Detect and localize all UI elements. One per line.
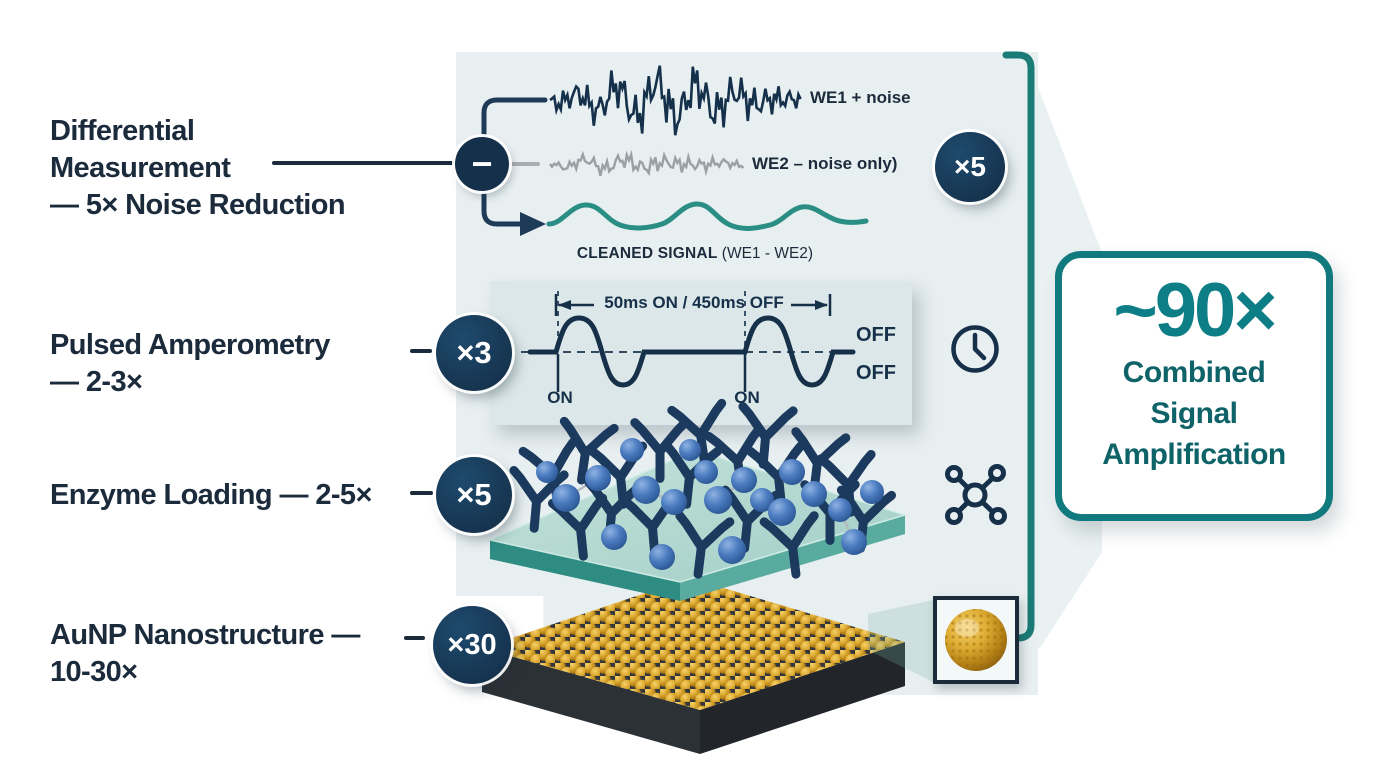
- noise-multiplier-badge: ×5: [935, 132, 1005, 202]
- amplification-word-3: Amplification: [1102, 438, 1286, 471]
- minus-icon: −: [471, 143, 493, 184]
- aunp-label-line1: AuNP Nanostructure —: [50, 619, 360, 651]
- enzyme-multiplier-badge: ×5: [436, 457, 512, 533]
- pulse-on-label-1: ON: [547, 388, 573, 407]
- aunp-label: AuNP Nanostructure — 10-30×: [50, 617, 360, 691]
- pulsed-multiplier-badge: ×3: [436, 315, 512, 391]
- pulsed-label: Pulsed Amperometry — 2-3×: [50, 327, 330, 401]
- we2-label: WE2 – noise only): [752, 154, 898, 173]
- enzyme-connector-dash: [410, 491, 433, 495]
- molecule-icon: [945, 464, 1007, 525]
- clock-icon: [951, 325, 999, 373]
- differential-label-line1: Differential: [50, 115, 195, 147]
- pulsed-multiplier-value: ×3: [456, 335, 492, 370]
- noise-multiplier-value: ×5: [954, 151, 986, 182]
- enzyme-label: Enzyme Loading — 2-5×: [50, 477, 372, 514]
- gold-nanoparticle-icon: [945, 609, 1007, 671]
- pulsed-connector-dash: [410, 349, 432, 353]
- amplification-word-1: Combined: [1122, 356, 1266, 389]
- pulsed-label-line1: Pulsed Amperometry: [50, 329, 330, 361]
- cleaned-signal-label: CLEANED SIGNAL (WE1 - WE2): [545, 245, 845, 263]
- cleaned-signal-sub: (WE1 - WE2): [717, 245, 814, 262]
- nanoparticle-inset: [933, 596, 1019, 684]
- pulsed-label-line2: — 2-3×: [50, 366, 143, 398]
- enzyme-label-line1: Enzyme Loading — 2-5×: [50, 479, 372, 511]
- pulse-off-label-1: OFF: [856, 324, 896, 346]
- aunp-multiplier-value: ×30: [447, 628, 497, 661]
- differential-label-line2: Measurement: [50, 152, 231, 184]
- cleaned-signal-title: CLEANED SIGNAL: [576, 245, 718, 262]
- combined-amplification-box: ~90× Combined Signal Amplification: [1055, 251, 1333, 521]
- pulse-off-label-2: OFF: [856, 362, 896, 384]
- differential-connector-line: [272, 161, 454, 165]
- subtraction-node: −: [455, 137, 509, 191]
- we1-label: WE1 + noise: [810, 88, 911, 107]
- pulse-timing-label: 50ms ON / 450ms OFF: [604, 293, 784, 312]
- amplification-word-2: Signal: [1150, 397, 1238, 430]
- pulse-on-label-2: ON: [734, 388, 760, 407]
- aunp-label-line2: 10-30×: [50, 656, 138, 688]
- enzyme-multiplier-value: ×5: [456, 477, 492, 512]
- differential-label-line3: — 5× Noise Reduction: [50, 189, 346, 221]
- aunp-connector-dash: [404, 636, 425, 640]
- differential-label: Differential Measurement — 5× Noise Redu…: [50, 113, 346, 224]
- aunp-multiplier-badge: ×30: [433, 606, 511, 684]
- amplification-value: ~90×: [1113, 268, 1277, 353]
